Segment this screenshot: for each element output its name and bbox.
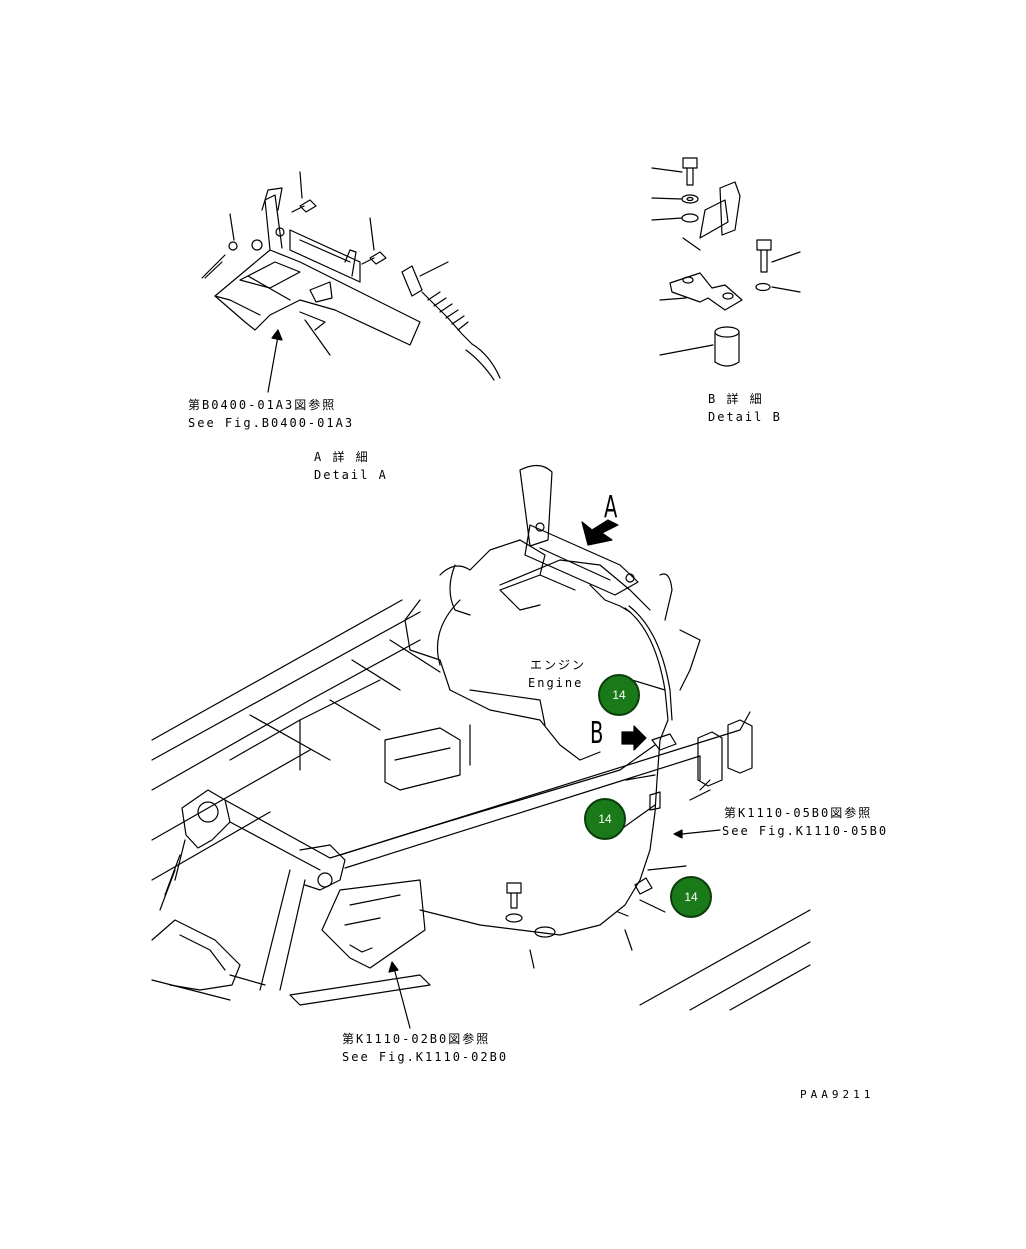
part-callout-14[interactable]: 14 [598,674,640,716]
ref-k1110-02-jp: 第K1110-02B0図参照 [342,1032,491,1046]
engine-label-en: Engine [528,676,584,690]
view-marker-a: A [604,490,618,525]
detail-b-title-en: Detail B [708,410,782,424]
detail-a-ref-en: See Fig.B0400-01A3 [188,416,355,430]
detail-a-ref-jp: 第B0400-01A3図参照 [188,398,337,412]
detail-a-title-jp: A 詳 細 [314,450,370,464]
main-assembly-drawing [151,464,811,1029]
part-callout-14[interactable]: 14 [584,798,626,840]
ref-k1110-05-en: See Fig.K1110-05B0 [722,824,889,838]
view-marker-b: B [590,716,604,751]
detail-b-title-jp: B 詳 細 [708,392,764,406]
detail-b-drawing [651,157,801,367]
part-callout-14[interactable]: 14 [670,876,712,918]
engine-label-jp: エンジン [530,658,587,672]
ref-k1110-02-en: See Fig.K1110-02B0 [342,1050,509,1064]
arrow-b [621,725,647,751]
drawing-code: PAA9211 [800,1088,875,1101]
ref-k1110-05-jp: 第K1110-05B0図参照 [724,806,873,820]
arrow-a [581,519,619,546]
detail-a-drawing [201,171,501,381]
detail-a-title-en: Detail A [314,468,388,482]
